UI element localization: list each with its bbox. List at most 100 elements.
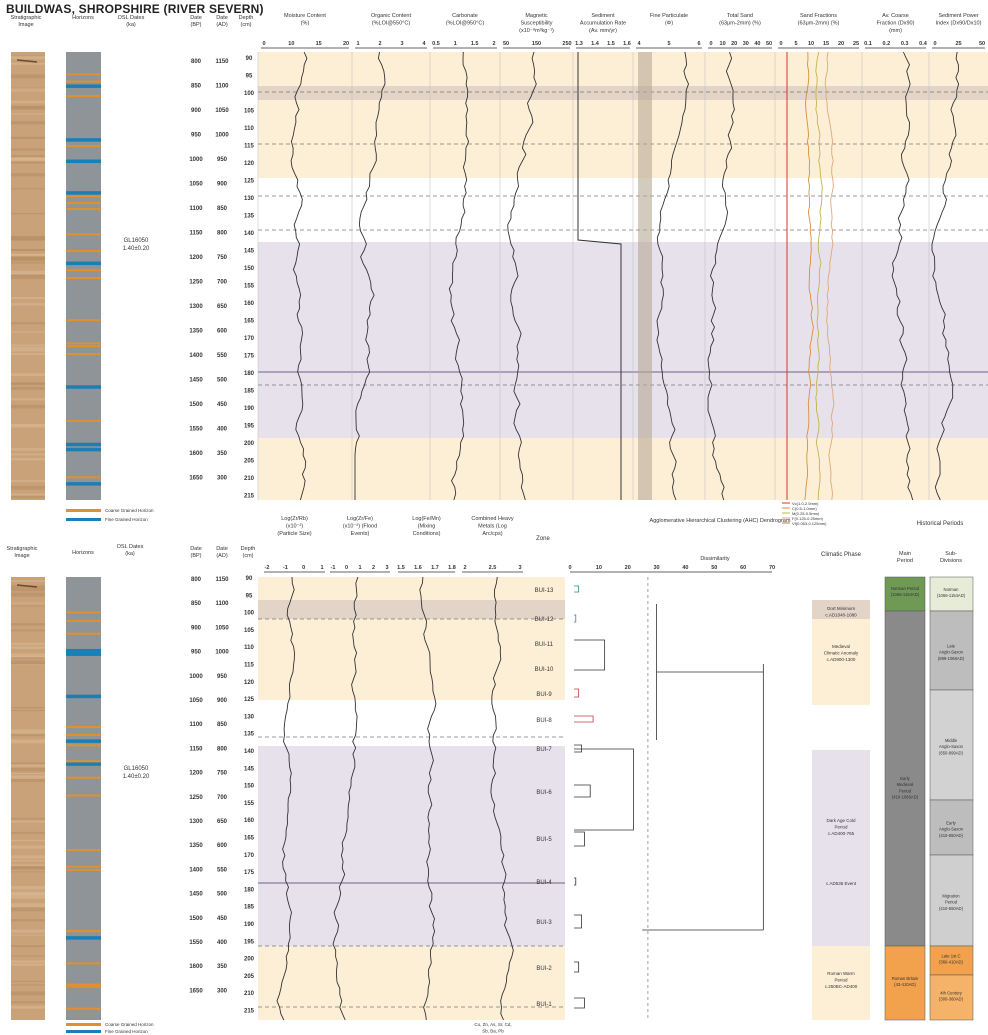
zone-label: BUI-12 [535,617,554,623]
panel-tick: 0 [262,41,265,47]
zone-band-b [258,600,565,619]
legend-fine-swatch-b [66,1030,101,1033]
date-ad-label: 600 [217,329,228,335]
subdivision-label: Early [946,821,956,826]
subdivision-label: (1066-1154AD) [937,593,966,598]
hdr-date-ad: (AD) [216,22,227,28]
panel-tick: 250 [562,41,571,47]
hdr-osl: (ka) [126,22,136,28]
subdivision-block [929,945,974,976]
sediment-streak [11,729,45,732]
date-bp-label-b: 1400 [189,867,203,873]
date-bp-label: 1600 [189,451,203,457]
sediment-streak [11,158,45,162]
sediment-streak [11,1001,45,1004]
sand-legend-label: C(0.5-1.0mm) [792,506,817,511]
climatic-phase-block [812,750,870,880]
panel-tick: 30 [743,41,749,47]
climatic-phase-label: c.250BC-AD400 [825,984,858,989]
sediment-streak [11,105,45,110]
sediment-streak [11,871,45,873]
sediment-streak [11,398,45,401]
coarse-horizon [66,632,101,635]
geochem-profile [332,576,359,1021]
panel-profile [891,51,914,501]
panel-tick: 0.3 [901,41,909,47]
depth-label-b: 110 [244,645,254,651]
geochem-title: Metals (Log [478,524,507,530]
sediment-streak [11,934,45,936]
sediment-streak [11,768,45,772]
date-bp-label: 900 [191,108,202,114]
depth-label-b: 205 [244,974,255,980]
sediment-streak [11,424,45,428]
hdr-depth-b: (cm) [243,553,254,559]
depth-label-b: 125 [244,697,255,703]
date-ad-label-b: 550 [217,867,228,873]
date-bp-label-b: 1600 [189,964,203,970]
coarse-horizon [66,983,101,986]
sediment-streak [11,262,45,264]
date-bp-label: 1000 [189,157,203,163]
zone-header: Zone [536,536,550,542]
geochem-tick: 1.8 [448,565,456,571]
coarse-horizon [66,208,101,211]
sediment-streak [11,740,45,744]
sediment-streak [11,352,45,355]
coarse-horizon [66,353,101,356]
depth-label-b: 190 [244,922,255,928]
coarse-horizon [66,985,101,988]
geochem-title: Log(Zr/Rb) [281,516,308,522]
geochem-tick: 3 [385,565,388,571]
figure-title: BUILDWAS, SHROPSHIRE (RIVER SEVERN) [6,2,264,16]
panel-tick: 10 [720,41,726,47]
coarse-horizon [66,962,101,965]
depth-label: 90 [246,56,253,62]
panel-profile [931,51,960,501]
depth-label: 105 [244,109,255,115]
hdr-date-bp: (BP) [191,22,202,28]
coarse-horizon [66,865,101,868]
panel-tick: 20 [343,41,349,47]
hdr-date-bp: Date [190,15,202,21]
geochem-title: Events) [351,531,370,537]
sediment-streak [11,253,45,257]
date-bp-label-b: 950 [191,650,202,656]
coarse-horizon [66,930,101,933]
subdivision-block [929,610,974,691]
main-period-block [884,576,926,612]
dendro-tick: 20 [625,565,631,571]
depth-label: 95 [246,74,253,80]
sand-legend-label: Vf(0.063-0.125mm) [792,521,827,526]
sand-fraction-c [804,51,814,501]
panel-tick: 4 [422,41,426,47]
subdivision-label: Late [947,644,956,649]
depth-label: 130 [244,196,255,202]
coarse-horizon [66,476,101,479]
climatic-phase-label: c.AD400-765 [828,831,855,836]
sediment-streak [11,963,45,966]
depth-label-b: 210 [244,991,255,997]
sediment-streak [11,161,45,164]
geochem-title: Conditions) [413,531,441,537]
depth-label: 115 [244,144,254,150]
date-ad-label: 1000 [215,133,229,139]
subdivision-label: Anglo-Saxon [939,650,964,655]
sediment-streak [11,257,45,262]
dendro-link [574,914,582,929]
subdivision-label: (410-650AD) [939,833,964,838]
geochem-tick: 1 [320,565,323,571]
panel-profile [707,51,735,501]
dendro-link [574,614,577,623]
sediment-streak [11,919,45,922]
date-ad-label-b: 700 [217,795,228,801]
sediment-streak [11,271,45,275]
sediment-streak [11,623,45,626]
geochem-profile [419,576,437,1021]
climatic-phase-label: Climatic Anomaly [824,651,859,656]
dendro-link [574,744,582,753]
panel-tick: 1.5 [607,41,615,47]
geochem-title: Arc/cps) [482,531,502,537]
depth-label: 155 [244,284,255,290]
